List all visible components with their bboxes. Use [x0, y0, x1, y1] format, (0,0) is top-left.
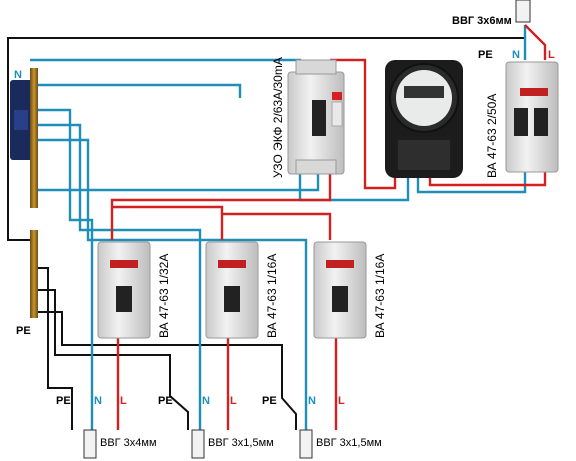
supply-cable — [515, 0, 531, 23]
n-wire-2 — [30, 123, 202, 430]
circuit-1-pe-label: PE — [56, 395, 71, 407]
breaker-2-label: ВА 47-63 1/16А — [265, 254, 279, 338]
n-busbar — [10, 68, 38, 208]
n-meter-to-rcd — [30, 58, 410, 202]
n-wire-3 — [30, 138, 308, 430]
breaker-1 — [97, 241, 151, 339]
pe-wire-2 — [34, 289, 189, 430]
circuit-2-n-label: N — [202, 395, 210, 407]
circuit-1-n-label: N — [94, 395, 102, 407]
l-main-to-meter — [428, 170, 547, 187]
breaker-3 — [313, 241, 367, 339]
pe-wire-1 — [34, 267, 73, 430]
cable-end-2 — [191, 429, 205, 459]
circuit-1-cable-label: ВВГ 3х4мм — [100, 437, 157, 449]
supply-cable-label: ВВГ 3х6мм — [452, 15, 512, 27]
breaker-2 — [205, 241, 259, 339]
pe-wire-3 — [34, 311, 297, 430]
pe-busbar-label: PE — [16, 325, 31, 337]
circuit-2-cable-label: ВВГ 3х1,5мм — [208, 437, 274, 449]
circuit-3-l-label: L — [338, 395, 345, 407]
circuit-3-n-label: N — [308, 395, 316, 407]
n-bus-top — [30, 83, 242, 98]
l-bridge-3 — [222, 212, 332, 240]
n-busbar-label: N — [14, 69, 22, 81]
supply-l-label: L — [548, 49, 555, 61]
l-meter-to-rcd — [330, 58, 397, 190]
breaker-1-label: ВА 47-63 1/32А — [157, 254, 171, 338]
l-bridge-2 — [112, 205, 224, 240]
main-breaker — [505, 61, 559, 173]
cable-end-3 — [299, 429, 313, 459]
cable-end-1 — [83, 429, 97, 459]
n-rcd-out — [30, 172, 320, 192]
rcd-device — [287, 59, 345, 175]
n-wire-1 — [30, 108, 94, 430]
rcd-label: УЗО ЭКФ 2/63А/30mA — [271, 57, 285, 178]
n-main-to-meter — [416, 170, 527, 194]
electric-meter — [385, 60, 463, 178]
circuit-2-l-label: L — [230, 395, 237, 407]
phase-wires — [110, 24, 547, 430]
supply-n-label: N — [512, 49, 520, 61]
l-rcd-out — [110, 172, 332, 240]
circuit-2-pe-label: PE — [158, 395, 173, 407]
supply-l-wire — [524, 24, 547, 60]
main-breaker-label: ВА 47-63 2/50А — [485, 94, 499, 178]
circuit-1-l-label: L — [120, 395, 127, 407]
circuit-3-pe-label: PE — [262, 395, 277, 407]
circuit-3-cable-label: ВВГ 3х1,5мм — [316, 437, 382, 449]
pe-busbar — [30, 230, 38, 318]
supply-pe-label: PE — [478, 49, 493, 61]
breaker-3-label: ВА 47-63 1/16А — [373, 254, 387, 338]
